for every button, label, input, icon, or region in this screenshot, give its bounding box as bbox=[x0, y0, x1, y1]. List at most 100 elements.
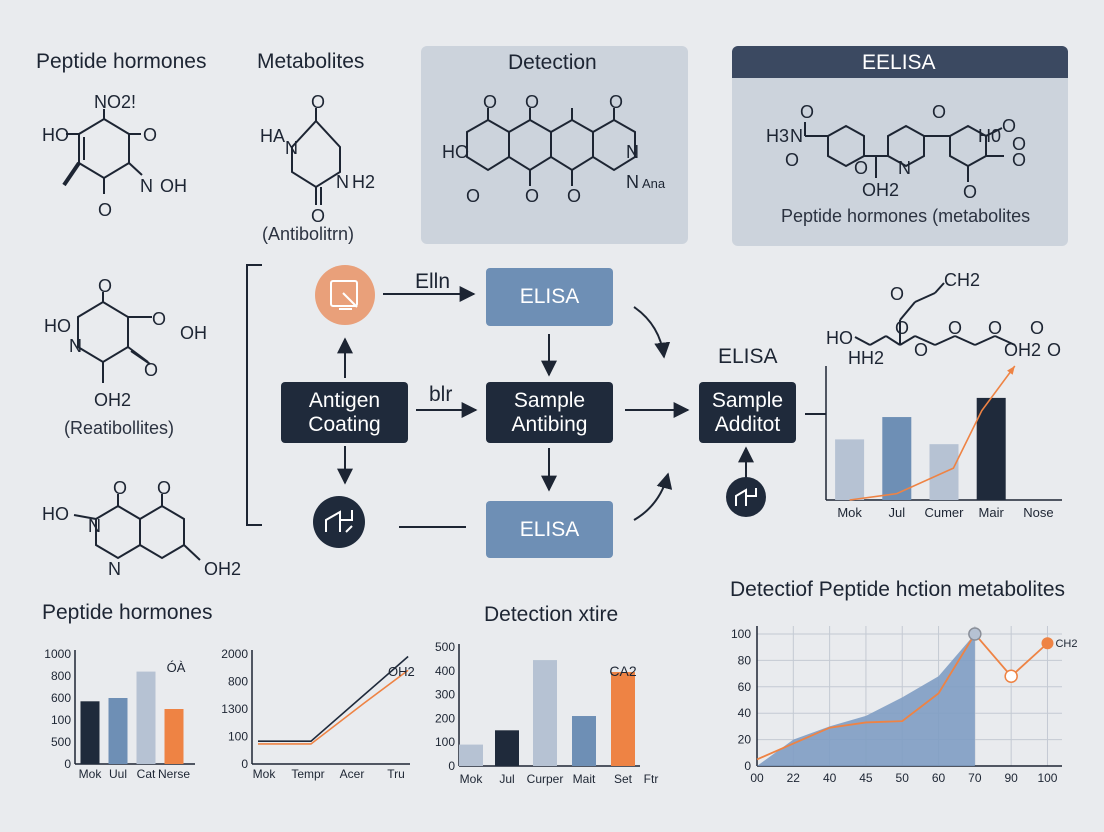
c3-ytick-3: 200 bbox=[435, 711, 455, 725]
caption-panel: Peptide hormones (metabolites bbox=[781, 206, 1031, 226]
c4-ytick-1: 80 bbox=[738, 653, 752, 667]
heading-peptide-hormones: Peptide hormones bbox=[36, 50, 207, 73]
m6-n2: N bbox=[108, 559, 121, 579]
m4-o6: O bbox=[1012, 134, 1026, 154]
c4-xtick-2: 40 bbox=[823, 771, 837, 785]
m3-o1: O bbox=[483, 92, 497, 112]
m3-o5: O bbox=[567, 186, 581, 206]
eelisa-panel-header bbox=[732, 46, 1068, 78]
c1-bar-uul bbox=[108, 698, 128, 764]
c4-line bbox=[756, 632, 1049, 761]
c0-tick-mok: Mok bbox=[837, 505, 862, 520]
sample-antibing-box: Sample Antibing bbox=[486, 382, 613, 443]
c3-annotation: CA2 bbox=[609, 663, 636, 679]
c3-tick-mok: Mok bbox=[460, 772, 484, 786]
antigen-coating-box: Antigen Coating bbox=[281, 382, 408, 443]
antibody-icon-small bbox=[726, 477, 766, 517]
c3-ytick-1: 400 bbox=[435, 664, 455, 678]
c4-ytick-5: 0 bbox=[744, 759, 751, 773]
heading-metabolites: Metabolites bbox=[257, 50, 365, 73]
elisa-box-top: ELISA bbox=[486, 268, 613, 326]
m1-oh: OH bbox=[160, 176, 187, 196]
m2-ha: HA bbox=[260, 126, 285, 146]
sample-additot-box: Sample Additot bbox=[699, 382, 796, 443]
c2-tick-acer: Acer bbox=[340, 767, 365, 781]
c2-annotation: OH2 bbox=[388, 664, 415, 679]
m7-o2: O bbox=[895, 318, 909, 338]
m6-n1: N bbox=[88, 516, 101, 536]
chart4-title: Detection xtire bbox=[484, 603, 619, 626]
m4-h3: H3 bbox=[766, 126, 789, 146]
m3-ho: HO bbox=[442, 142, 469, 162]
c1-ytick-2: 600 bbox=[51, 691, 71, 705]
c2-ytick-0: 2000 bbox=[221, 647, 248, 661]
m2-h2: H2 bbox=[352, 172, 375, 192]
c4-ytick-2: 60 bbox=[738, 680, 752, 694]
m7-ho: HO bbox=[826, 328, 853, 348]
c0-tick-mair: Mair bbox=[979, 505, 1005, 520]
c0-bar-mok bbox=[835, 439, 865, 500]
m7-o6: O bbox=[1030, 318, 1044, 338]
c4-xtick-6: 70 bbox=[968, 771, 982, 785]
curve-arrow-top bbox=[633, 306, 671, 359]
c1-ytick-5: 0 bbox=[64, 757, 71, 771]
c2-tick-tru: Tru bbox=[387, 767, 405, 781]
c1-bar-mok bbox=[80, 701, 100, 764]
c2-ytick-3: 100 bbox=[228, 730, 248, 744]
m4-oh2: OH2 bbox=[862, 180, 899, 200]
c4-marker-end bbox=[1041, 637, 1054, 650]
m5-o2: O bbox=[152, 309, 166, 329]
c3-tick-ftr: Ftr bbox=[644, 772, 659, 786]
label-elln: Elln bbox=[415, 270, 451, 293]
m7-o7: O bbox=[1047, 340, 1061, 360]
m3-n2: N bbox=[626, 172, 639, 192]
m4-o5: O bbox=[1002, 116, 1016, 136]
m1-o2: O bbox=[98, 200, 112, 220]
c3-ytick-2: 300 bbox=[435, 688, 455, 702]
m7-o1: O bbox=[890, 284, 904, 304]
c1-ytick-1: 800 bbox=[51, 669, 71, 683]
c4-xtick-8: 100 bbox=[1037, 771, 1057, 785]
c0-tick-jul: Jul bbox=[888, 505, 905, 520]
m7-ch2: CH2 bbox=[944, 270, 980, 290]
c0-tick-cumer: Cumer bbox=[924, 505, 964, 520]
c0-bar-mair bbox=[976, 397, 1006, 500]
c4-marker-peak bbox=[968, 627, 982, 641]
m3-o4: O bbox=[525, 186, 539, 206]
m7-o4: O bbox=[948, 318, 962, 338]
c3-bar-curper bbox=[533, 660, 557, 766]
m1-no2: NO2! bbox=[94, 92, 136, 112]
chart5-title: Detectiof Peptide hction metabolites bbox=[730, 578, 1066, 601]
c3-ytick-5: 0 bbox=[448, 759, 455, 773]
m2-n: N bbox=[285, 138, 298, 158]
m2-n2: N bbox=[336, 172, 349, 192]
sample-additot-label: Sample Additot bbox=[711, 388, 784, 436]
c0-tick-nose: Nose bbox=[1023, 505, 1053, 520]
c3-tick-set: Set bbox=[614, 772, 633, 786]
c4-annotation: CH2 bbox=[1055, 638, 1077, 650]
heading-eelisa: EELISA bbox=[862, 51, 936, 74]
m6-ho: HO bbox=[42, 504, 69, 524]
c3-tick-mait: Mait bbox=[573, 772, 596, 786]
c2-ytick-4: 0 bbox=[241, 757, 248, 771]
c0-trend-arrowhead bbox=[1007, 366, 1015, 375]
c2-series-0 bbox=[258, 655, 409, 743]
c0-bar-jul bbox=[882, 417, 912, 500]
m6-o2: O bbox=[157, 478, 171, 498]
c3-bar-mait bbox=[572, 716, 596, 766]
c2-tick-mok: Mok bbox=[253, 767, 277, 781]
eelisa-panel bbox=[732, 46, 1068, 246]
m4-o1: O bbox=[800, 102, 814, 122]
c3-tick-jul: Jul bbox=[499, 772, 514, 786]
m7-oh2: OH2 bbox=[1004, 340, 1041, 360]
c3-ytick-4: 100 bbox=[435, 735, 455, 749]
c4-xtick-5: 60 bbox=[932, 771, 946, 785]
c4-area bbox=[757, 634, 975, 766]
m5-oh2: OH2 bbox=[94, 390, 131, 410]
m1-n: N bbox=[140, 176, 153, 196]
c1-bar-cat bbox=[136, 671, 156, 764]
c3-bar-jul bbox=[495, 730, 519, 766]
